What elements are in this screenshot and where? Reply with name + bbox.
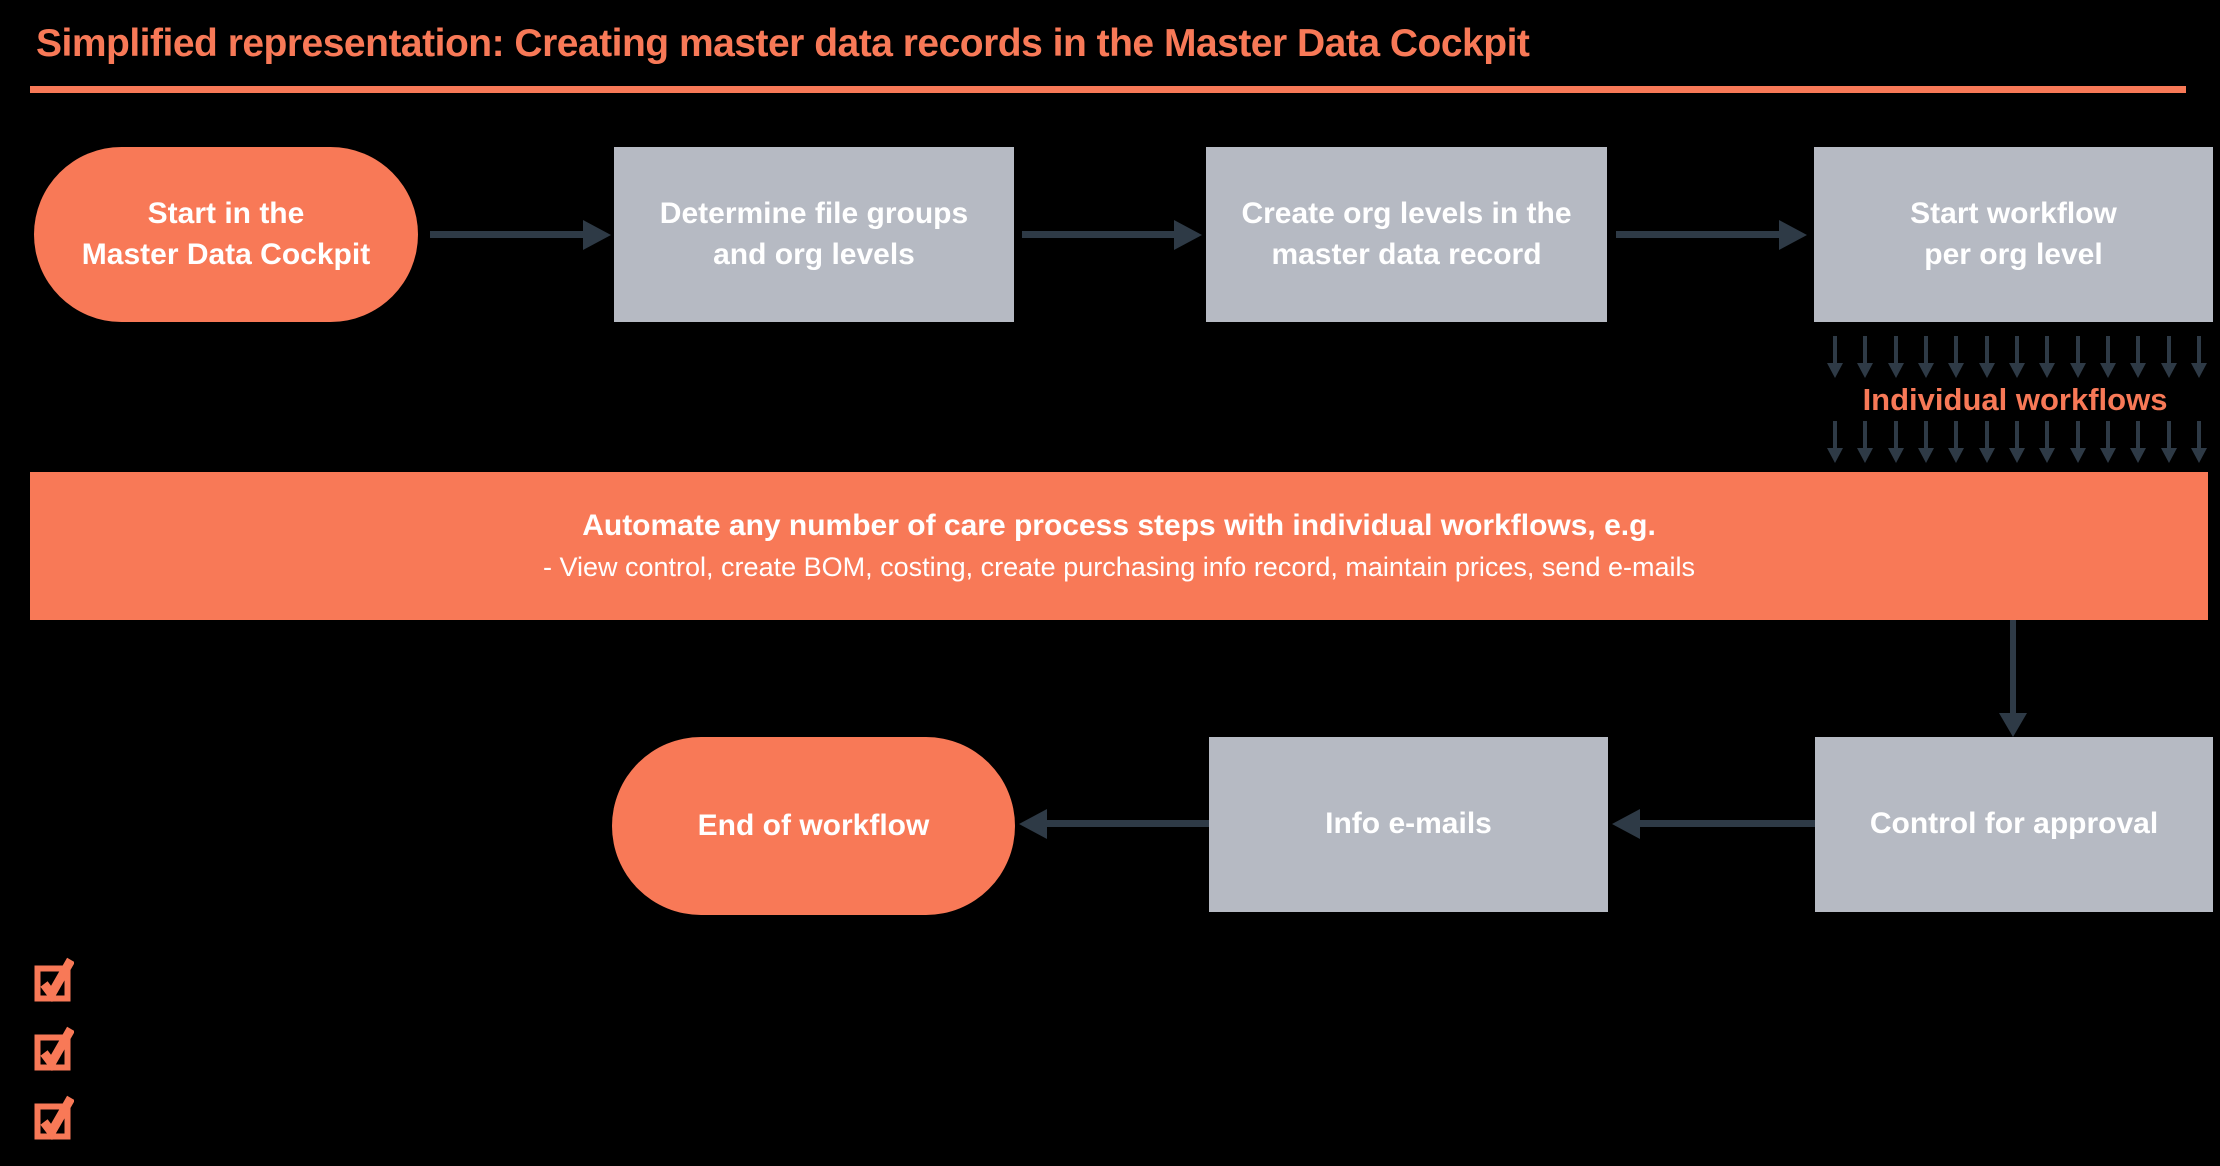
- flow-node-create-org-levels: Create org levels in the master data rec…: [1206, 147, 1607, 322]
- down-arrow-icon: [2039, 421, 2056, 463]
- down-arrow-icon: [2160, 421, 2177, 463]
- down-arrow-icon: [1917, 421, 1934, 463]
- down-arrow-icon: [2130, 336, 2147, 378]
- down-arrow-icon: [2008, 336, 2025, 378]
- arrow-shaft: [1638, 820, 1815, 827]
- arrow-shaft: [430, 231, 584, 238]
- individual-workflows-label: Individual workflows: [1862, 382, 2168, 417]
- down-arrow-icon: [1917, 336, 1934, 378]
- down-arrow-icon: [2099, 336, 2116, 378]
- flow-node-determine-file-groups-label: Determine file groups and org levels: [659, 197, 969, 271]
- down-arrow-icon: [2190, 421, 2207, 463]
- flow-node-create-org-levels-label: Create org levels in the master data rec…: [1241, 197, 1572, 271]
- automation-banner-heading: Automate any number of care process step…: [582, 509, 1656, 542]
- flow-node-start: Start in the Master Data Cockpit: [34, 147, 418, 322]
- down-arrow-icon: [2099, 421, 2116, 463]
- checked-checkbox-icon: [34, 1026, 74, 1072]
- arrow-shaft: [2010, 620, 2016, 716]
- flow-node-info-emails-label: Info e-mails: [1325, 807, 1492, 841]
- arrow-head-left-icon: [1019, 809, 1047, 839]
- flow-node-end-of-workflow-label: End of workflow: [697, 808, 930, 842]
- down-arrow-icon: [2039, 336, 2056, 378]
- flow-node-start-label: Start in the Master Data Cockpit: [81, 197, 371, 271]
- list-item: [34, 1022, 74, 1072]
- down-arrow-icon: [1827, 336, 1843, 378]
- down-arrow-icon: [1857, 336, 1874, 378]
- down-arrow-icon: [1887, 336, 1904, 378]
- down-arrow-icon: [1827, 421, 1843, 463]
- arrow-head-right-icon: [1174, 220, 1202, 250]
- down-arrow-icon: [2190, 336, 2207, 378]
- arrow-head-right-icon: [583, 220, 611, 250]
- down-arrow-icon: [1857, 421, 1874, 463]
- down-arrow-icon: [1978, 336, 1995, 378]
- page-title: Simplified representation: Creating mast…: [36, 22, 1530, 65]
- arrow-shaft: [1616, 231, 1780, 238]
- automation-banner: Automate any number of care process step…: [30, 472, 2208, 620]
- flow-node-start-workflow: Start workflow per org level: [1814, 147, 2213, 322]
- list-item: [34, 953, 74, 1003]
- arrow-head-right-icon: [1779, 220, 1807, 250]
- flow-node-control-for-approval: Control for approval: [1815, 737, 2213, 912]
- checklist: [34, 953, 74, 1141]
- flow-node-start-workflow-label: Start workflow per org level: [1910, 197, 2117, 271]
- down-arrow-icon: [2008, 421, 2025, 463]
- flow-node-info-emails: Info e-mails: [1209, 737, 1608, 912]
- down-arrow-icon: [1948, 336, 1965, 378]
- down-arrow-icon: [1978, 421, 1995, 463]
- down-arrow-icon: [1887, 421, 1904, 463]
- down-arrow-icon: [2069, 421, 2086, 463]
- fanout-arrow-row: [1827, 336, 2207, 378]
- down-arrow-icon: [2160, 336, 2177, 378]
- title-underline: [30, 86, 2186, 93]
- arrow-head-left-icon: [1612, 809, 1640, 839]
- arrow-shaft: [1022, 231, 1175, 238]
- checked-checkbox-icon: [34, 1095, 74, 1141]
- flow-node-control-for-approval-label: Control for approval: [1869, 807, 2159, 841]
- arrow-head-down-icon: [1999, 713, 2027, 737]
- arrow-shaft: [1045, 820, 1209, 827]
- flow-node-determine-file-groups: Determine file groups and org levels: [614, 147, 1014, 322]
- flow-node-end-of-workflow: End of workflow: [612, 737, 1015, 915]
- checked-checkbox-icon: [34, 957, 74, 1003]
- fanout-arrow-row: [1827, 421, 2207, 463]
- automation-banner-detail: - View control, create BOM, costing, cre…: [542, 552, 1695, 582]
- down-arrow-icon: [2069, 336, 2086, 378]
- down-arrow-icon: [1948, 421, 1965, 463]
- down-arrow-icon: [2130, 421, 2147, 463]
- list-item: [34, 1091, 74, 1141]
